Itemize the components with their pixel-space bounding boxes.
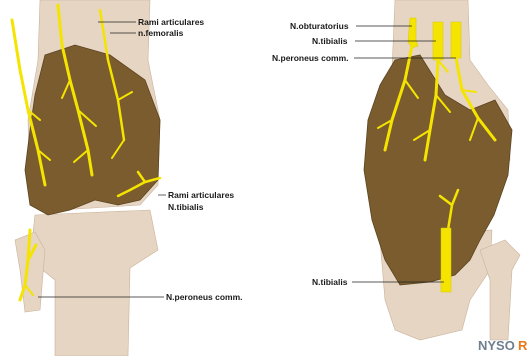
right-knee-posterior-view: N.obturatorius N.tibialis N.peroneus com… (272, 0, 520, 340)
left-tibia (30, 210, 158, 356)
label-n-peroneus-comm-left: N.peroneus comm. (166, 292, 243, 302)
right-peroneal-stem (451, 22, 461, 58)
label-n-peroneus-comm-right: N.peroneus comm. (272, 53, 349, 63)
right-tibial-lower-stem (441, 228, 451, 292)
watermark-accent: R (518, 338, 528, 353)
watermark-text: NYSO (478, 338, 515, 353)
label-n-tibialis-left: N.tibialis (168, 202, 204, 212)
watermark-logo: NYSO R (478, 338, 528, 353)
label-rami-articulares-top: Rami articulares (138, 17, 204, 27)
label-n-femoralis: n.femoralis (138, 28, 184, 38)
left-knee-anterior-view: Rami articulares n.femoralis Rami articu… (12, 0, 243, 356)
label-n-tibialis-right-top: N.tibialis (312, 36, 348, 46)
label-n-tibialis-right-bottom: N.tibialis (312, 277, 348, 287)
label-rami-articulares-mid: Rami articulares (168, 190, 234, 200)
label-n-obturatorius: N.obturatorius (290, 21, 349, 31)
right-fibula (480, 240, 520, 340)
